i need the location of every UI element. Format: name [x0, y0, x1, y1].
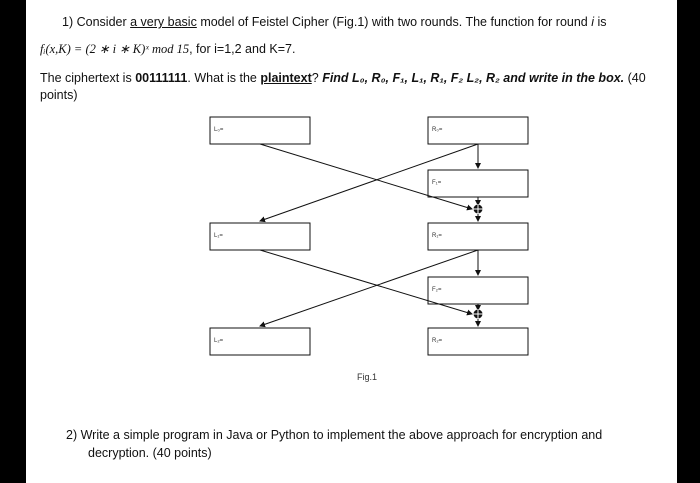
arrow-r1-to-l2 — [259, 249, 479, 328]
find-instruction: Find L₀, R₀, F₁, L₁, R₁, F₂ L₂, R₂ and w… — [322, 71, 625, 85]
feistel-diagram: L₀= R₀= F₁= L₁= R₁= F₂= L₂= R₂= — [209, 116, 529, 356]
document-page: 1) Consider a very basic model of Feiste… — [26, 0, 677, 483]
question-1-is: is — [597, 15, 607, 29]
label-R1: R₁= — [432, 233, 442, 239]
points-part-a: (40 — [627, 71, 646, 85]
ciphertext-value: 00111111 — [135, 71, 188, 85]
box-L2 — [209, 327, 311, 356]
question-2-text-1: Write a simple program in Java or Python… — [80, 428, 603, 442]
question-1-i: i — [591, 15, 595, 29]
box-F1 — [427, 169, 529, 198]
formula-line: fᵢ(x,K) = (2 ∗ i ∗ K)ˣ mod 15, for i=1,2… — [40, 41, 295, 57]
box-R1 — [427, 222, 529, 251]
label-F2: F₂= — [432, 287, 442, 293]
ciphertext-line: The ciphertext is 00111111. What is the … — [40, 70, 646, 86]
label-R2: R₂= — [432, 338, 443, 344]
figure-caption: Fig.1 — [357, 372, 378, 382]
box-F2 — [427, 276, 529, 305]
formula-tail: , for i=1,2 and K=7. — [189, 42, 296, 56]
points-part-b: points) — [40, 88, 78, 102]
question-1-number: 1) — [62, 15, 74, 29]
label-L0: L₀= — [214, 127, 224, 133]
arrow-l0-to-xor1 — [259, 143, 473, 211]
question-1-rest: model of Feistel Cipher (Fig.1) with two… — [200, 15, 588, 29]
arrow-r0-to-l1 — [259, 143, 479, 223]
question-1-lead: Consider — [76, 15, 127, 29]
ciphertext-lead: The ciphertext is — [40, 71, 132, 85]
round-function-formula: fᵢ(x,K) = (2 ∗ i ∗ K)ˣ mod 15 — [40, 42, 190, 56]
label-F1: F₁= — [432, 180, 442, 186]
question-2-number: 2) — [66, 428, 78, 442]
box-R2 — [427, 327, 529, 356]
question-1-underlined: a very basic — [130, 15, 197, 29]
label-L2: L₂= — [214, 338, 224, 344]
question-1-line: 1) Consider a very basic model of Feiste… — [62, 14, 607, 30]
box-L1 — [209, 222, 311, 251]
question-2-line-2: decryption. (40 points) — [88, 446, 212, 460]
question-mark: ? — [311, 71, 319, 85]
box-L0 — [209, 116, 311, 145]
question-2-line-1: 2) Write a simple program in Java or Pyt… — [66, 427, 602, 443]
arrow-l1-to-xor2 — [259, 249, 473, 316]
label-L1: L₁= — [214, 233, 223, 239]
ciphertext-mid: . What is the — [187, 71, 257, 85]
box-R0 — [427, 116, 529, 145]
plaintext-word: plaintext — [260, 71, 312, 85]
label-R0: R₀= — [432, 127, 443, 133]
